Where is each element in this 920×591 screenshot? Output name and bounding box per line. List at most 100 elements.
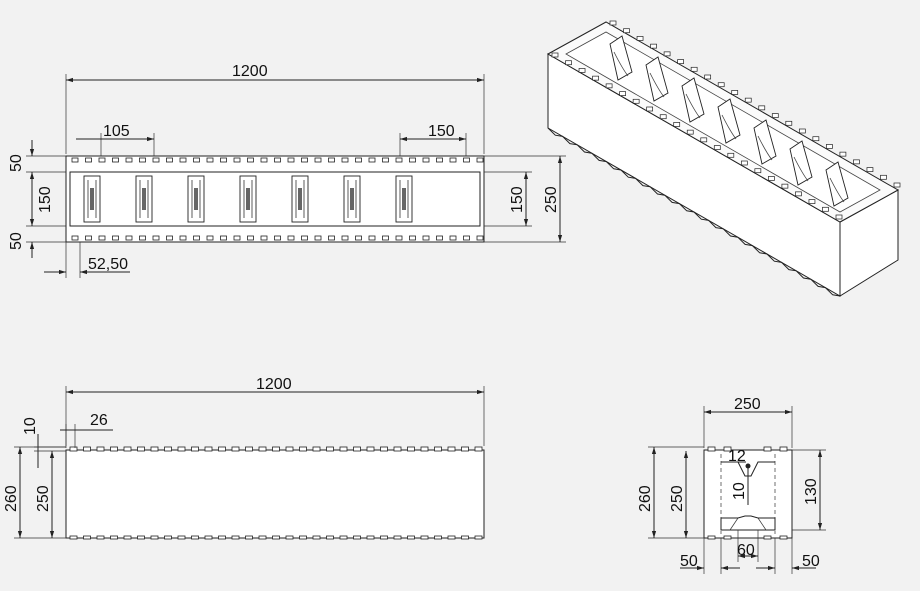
tooth <box>98 157 106 163</box>
tooth <box>407 535 415 540</box>
side-tie-bottom <box>720 515 776 531</box>
iso-tooth <box>605 83 613 89</box>
tooth <box>206 235 214 241</box>
iso-tooth <box>839 151 847 157</box>
iso-web-curve <box>685 93 701 119</box>
tooth <box>420 535 429 540</box>
tooth <box>245 535 253 540</box>
dim-edge-offset: 52,50 <box>88 256 128 273</box>
dim-side-tie-offset: 10 <box>731 482 748 500</box>
isometric-view <box>546 20 901 297</box>
dim-front-length: 1200 <box>256 376 292 393</box>
tooth <box>422 235 430 241</box>
tooth <box>137 446 145 452</box>
iso-tooth <box>853 159 860 165</box>
tooth <box>139 157 146 163</box>
iso-web-curve <box>721 114 737 140</box>
tooth <box>368 157 376 163</box>
tooth <box>179 157 187 163</box>
web-core <box>142 188 146 210</box>
tooth <box>723 446 732 452</box>
tooth <box>285 535 294 540</box>
front-view-teeth <box>69 446 483 540</box>
tooth <box>233 235 241 241</box>
iso-tooth <box>704 74 712 80</box>
iso-tooth <box>663 51 671 57</box>
top-view-teeth <box>71 157 484 241</box>
iso-tooth <box>578 68 586 73</box>
iso-tooth <box>758 105 766 111</box>
tooth <box>166 235 173 241</box>
dim-front-height-body: 250 <box>35 485 52 512</box>
dim-side-bottom: 50 <box>8 232 25 250</box>
tooth <box>326 535 334 540</box>
tooth <box>382 157 389 163</box>
tooth <box>177 446 186 452</box>
tooth <box>274 157 281 163</box>
tooth <box>393 535 402 540</box>
tooth <box>272 446 280 452</box>
tooth <box>328 157 335 163</box>
tooth <box>368 235 376 241</box>
tooth <box>474 535 483 540</box>
tooth <box>723 535 732 540</box>
iso-tooth <box>609 20 617 26</box>
tooth <box>447 535 456 540</box>
tooth <box>312 446 321 452</box>
dim-inner-width: 150 <box>509 186 526 213</box>
tooth <box>96 535 105 540</box>
tooth <box>152 235 160 241</box>
top-view: 1200 105 150 52,50 50 150 50 <box>8 63 566 278</box>
iso-webs <box>609 35 849 207</box>
tooth <box>204 535 213 540</box>
dim-side-height-body: 250 <box>669 485 686 512</box>
tooth <box>395 157 403 163</box>
tooth <box>355 157 362 163</box>
iso-web-curve <box>757 135 773 161</box>
tooth <box>382 235 389 241</box>
web-core <box>246 188 250 210</box>
iso-tooth <box>822 206 829 212</box>
tooth <box>434 446 442 452</box>
tooth <box>779 535 788 540</box>
iso-tooth <box>808 199 816 204</box>
tooth <box>366 535 375 540</box>
iso-tooth <box>740 160 748 166</box>
iso-tooth <box>646 106 654 112</box>
tooth <box>247 235 254 241</box>
iso-web <box>753 119 777 165</box>
dim-side-top: 50 <box>8 154 25 172</box>
tooth <box>476 157 484 163</box>
tooth <box>476 235 484 241</box>
tooth <box>353 535 361 540</box>
tooth <box>179 235 187 241</box>
tooth <box>69 535 78 540</box>
tooth <box>258 535 267 540</box>
web-core <box>194 188 198 210</box>
web-core <box>402 188 406 210</box>
iso-tooth <box>744 97 752 103</box>
iso-tooth <box>835 214 843 220</box>
iso-web <box>681 77 705 123</box>
tooth <box>274 235 281 241</box>
tooth <box>112 235 119 241</box>
tooth <box>220 157 227 163</box>
iso-web <box>609 35 633 81</box>
dim-side-top-detail: 12 <box>728 448 746 465</box>
tooth <box>436 235 443 241</box>
dim-side-mid: 150 <box>37 186 54 213</box>
iso-tooth <box>798 128 806 134</box>
tooth <box>339 535 348 540</box>
iso-tooth <box>700 137 708 143</box>
tooth <box>407 446 415 452</box>
tooth <box>395 235 403 241</box>
front-view: 1200 26 10 260 250 <box>3 376 485 540</box>
tooth <box>461 535 469 540</box>
tooth <box>166 157 173 163</box>
tooth <box>287 157 295 163</box>
tooth <box>98 235 106 241</box>
tooth <box>449 235 457 241</box>
tooth <box>206 157 214 163</box>
tooth <box>123 535 132 540</box>
tooth <box>123 446 132 452</box>
